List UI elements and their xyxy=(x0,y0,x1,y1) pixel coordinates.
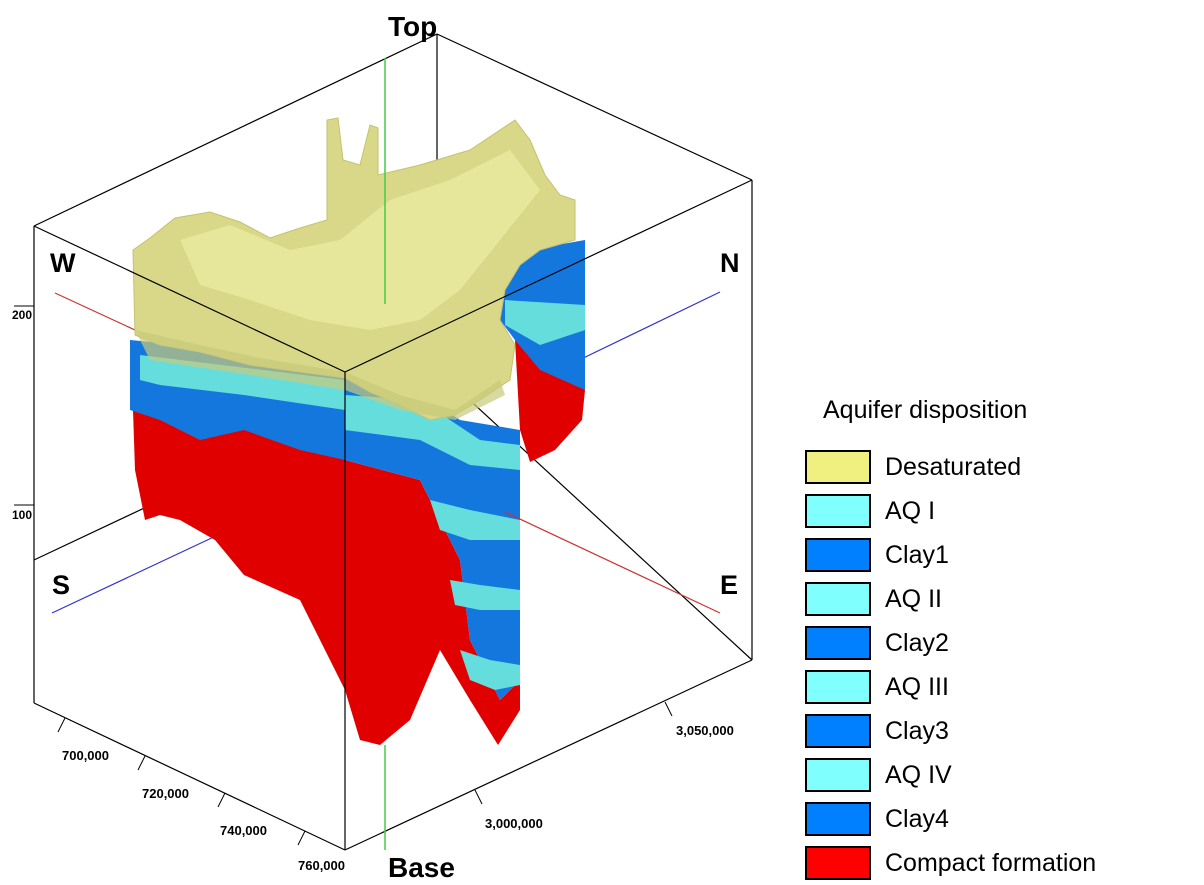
easting-tick-700000: 700,000 xyxy=(62,748,109,763)
direction-south-label: S xyxy=(52,570,70,600)
legend-label: Desaturated xyxy=(885,452,1022,481)
legend-swatch xyxy=(805,714,871,748)
legend-title: Aquifer disposition xyxy=(823,396,1028,424)
direction-north-label: N xyxy=(720,248,740,278)
legend-label: AQ I xyxy=(885,496,936,525)
legend-item: AQ II xyxy=(805,577,1204,621)
top-label: Top xyxy=(388,11,437,42)
northing-axis: 3,050,000 3,000,000 xyxy=(474,701,734,831)
legend-item: Desaturated xyxy=(805,445,1204,489)
legend-label: AQ III xyxy=(885,672,949,701)
legend-swatch xyxy=(805,494,871,528)
easting-axis: 700,000 720,000 740,000 760,000 xyxy=(57,717,345,873)
elevation-tick-100: 100 xyxy=(12,508,32,522)
aquifer-band-front-1 xyxy=(345,395,520,470)
ns-axis-back-2 xyxy=(574,291,721,363)
northing-tick-3000000: 3,000,000 xyxy=(485,816,543,831)
clay-band-left-2 xyxy=(150,390,345,440)
northing-tick-mark-2 xyxy=(474,789,483,805)
legend-item: Clay4 xyxy=(805,797,1204,841)
desaturated-edge xyxy=(135,330,505,420)
legend-label: Clay4 xyxy=(885,804,949,833)
ew-axis-front xyxy=(504,511,721,614)
legend-swatch xyxy=(805,450,871,484)
legend-swatch xyxy=(805,846,871,880)
legend-items: Desaturated AQ I Clay1 AQ II Clay2 AQ III Clay… xyxy=(805,445,1204,885)
legend-label: Clay2 xyxy=(885,628,949,657)
legend-item: AQ IV xyxy=(805,753,1204,797)
legend-swatch xyxy=(805,582,871,616)
easting-tick-mark-4 xyxy=(297,830,306,846)
compact-formation-left xyxy=(133,410,345,690)
legend-label: Clay3 xyxy=(885,716,949,745)
elevation-axis: 200 100 xyxy=(12,305,34,522)
legend-item: Clay3 xyxy=(805,709,1204,753)
legend-swatch xyxy=(805,538,871,572)
legend-item: Compact formation xyxy=(805,841,1204,885)
ns-axis-back xyxy=(51,534,219,614)
direction-east-label: E xyxy=(720,570,738,600)
easting-tick-mark-1 xyxy=(57,717,66,733)
aquifer-band-east xyxy=(505,300,585,345)
legend-item: Clay1 xyxy=(805,533,1204,577)
legend-item: Clay2 xyxy=(805,621,1204,665)
aquifer-band-front-3 xyxy=(450,580,520,610)
legend-swatch xyxy=(805,670,871,704)
legend-swatch xyxy=(805,802,871,836)
desaturated-shade xyxy=(180,150,540,330)
compact-formation-east xyxy=(515,340,585,462)
aquifer-band-front-2 xyxy=(430,500,520,540)
legend-swatch xyxy=(805,758,871,792)
legend-label: AQ II xyxy=(885,584,942,613)
northing-tick-mark-1 xyxy=(664,701,673,717)
geologic-body xyxy=(130,117,585,745)
easting-tick-760000: 760,000 xyxy=(298,858,345,873)
legend-label: Compact formation xyxy=(885,848,1097,877)
easting-tick-720000: 720,000 xyxy=(142,786,189,801)
legend-label: Clay1 xyxy=(885,540,949,569)
easting-tick-740000: 740,000 xyxy=(220,823,267,838)
direction-west-label: W xyxy=(50,248,76,278)
easting-tick-mark-3 xyxy=(217,792,226,808)
base-label: Base xyxy=(388,852,455,883)
ew-axis-back xyxy=(54,292,149,337)
legend: Aquifer disposition Desaturated AQ I Clay1… xyxy=(805,396,1204,885)
aquifer-band-front-4 xyxy=(460,650,520,690)
aquifer-band-left xyxy=(140,355,345,410)
easting-tick-mark-2 xyxy=(137,755,146,771)
legend-label: AQ IV xyxy=(885,760,952,789)
legend-item: AQ III xyxy=(805,665,1204,709)
northing-tick-3050000: 3,050,000 xyxy=(676,723,734,738)
elevation-tick-200: 200 xyxy=(12,308,32,322)
legend-swatch xyxy=(805,626,871,660)
legend-item: AQ I xyxy=(805,489,1204,533)
